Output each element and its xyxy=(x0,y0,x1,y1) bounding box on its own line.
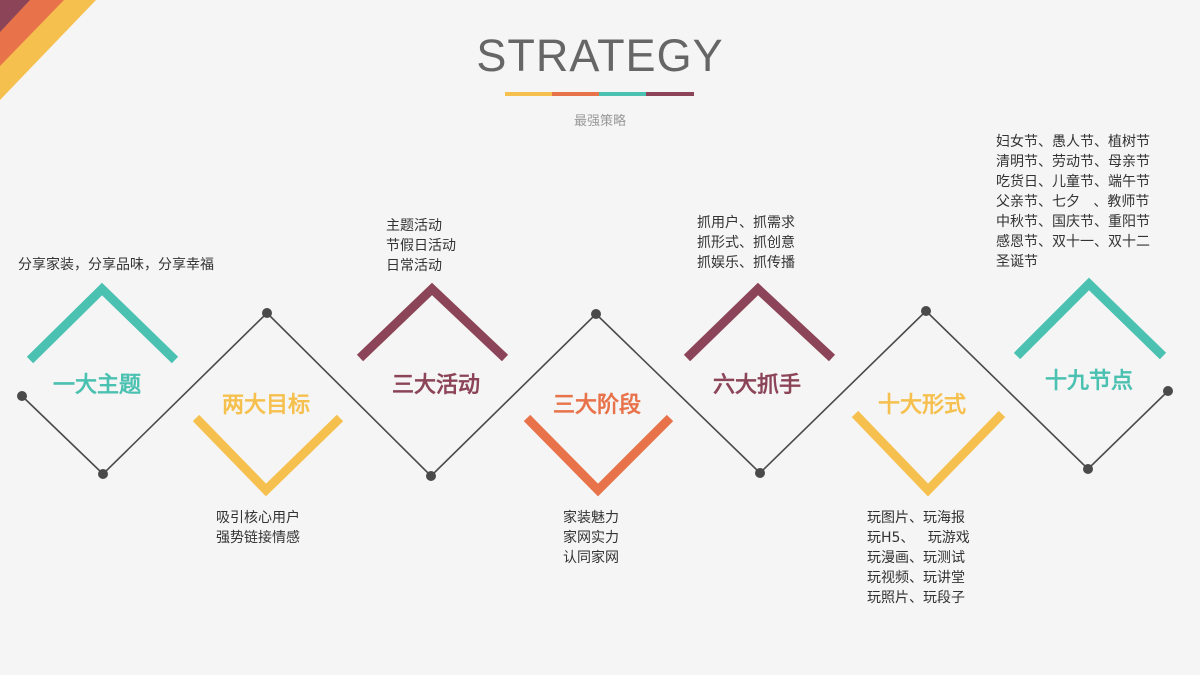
chevron-up-icon-5 xyxy=(683,282,836,362)
node-dot xyxy=(262,308,272,318)
title-underline-teal xyxy=(599,92,646,96)
page-title: STRATEGY xyxy=(476,30,724,81)
node-dot xyxy=(426,471,436,481)
step-1-heading: 一大主题 xyxy=(52,373,142,398)
step-3-description: 主题活动 节假日活动 日常活动 xyxy=(386,218,456,274)
chevron-up-icon-1 xyxy=(26,282,179,364)
chevron-up-icon-3 xyxy=(356,282,509,362)
step-6-heading: 十大形式 xyxy=(877,393,967,418)
chevron-up-icon-7 xyxy=(1013,277,1167,360)
step-4-heading: 三大阶段 xyxy=(552,393,642,418)
step-6-description: 玩图片、玩海报 玩H5、 玩游戏 玩漫画、玩测试 玩视频、玩讲堂 玩照片、玩段子 xyxy=(867,510,970,606)
title-underline-orange xyxy=(552,92,599,96)
step-7-heading: 十九节点 xyxy=(1044,369,1134,394)
corner-stripe-maroon xyxy=(0,0,30,32)
title-underline-maroon xyxy=(646,92,694,96)
step-2-description: 吸引核心用户 强势链接情感 xyxy=(216,510,300,546)
chevron-down-icon-2 xyxy=(192,414,344,497)
zigzag-nodes xyxy=(17,306,1173,481)
step-2-heading: 两大目标 xyxy=(221,393,311,418)
node-dot xyxy=(591,309,601,319)
node-dot xyxy=(98,469,108,479)
step-5-heading: 六大抓手 xyxy=(712,373,802,398)
corner-stripe-orange xyxy=(0,0,64,66)
step-3-heading: 三大活动 xyxy=(391,373,481,398)
chevron-down-icon-6 xyxy=(851,410,1006,497)
step-5-description: 抓用户、抓需求 抓形式、抓创意 抓娱乐、抓传播 xyxy=(697,215,795,271)
step-7-description: 妇女节、愚人节、植树节 清明节、劳动节、母亲节 吃货日、儿童节、端午节 父亲节、… xyxy=(996,134,1150,270)
chevron-down-icon-4 xyxy=(523,414,674,497)
step-1-description: 分享家装，分享品味，分享幸福 xyxy=(18,257,214,273)
title-underline-yellow xyxy=(505,92,552,96)
corner-stripes xyxy=(0,0,96,100)
node-dot xyxy=(755,468,765,478)
node-dot xyxy=(921,306,931,316)
node-dot xyxy=(1083,464,1093,474)
node-dot xyxy=(17,391,27,401)
page-subtitle: 最强策略 xyxy=(573,114,626,129)
step-4-description: 家装魅力 家网实力 认同家网 xyxy=(563,510,619,566)
node-dot xyxy=(1163,386,1173,396)
